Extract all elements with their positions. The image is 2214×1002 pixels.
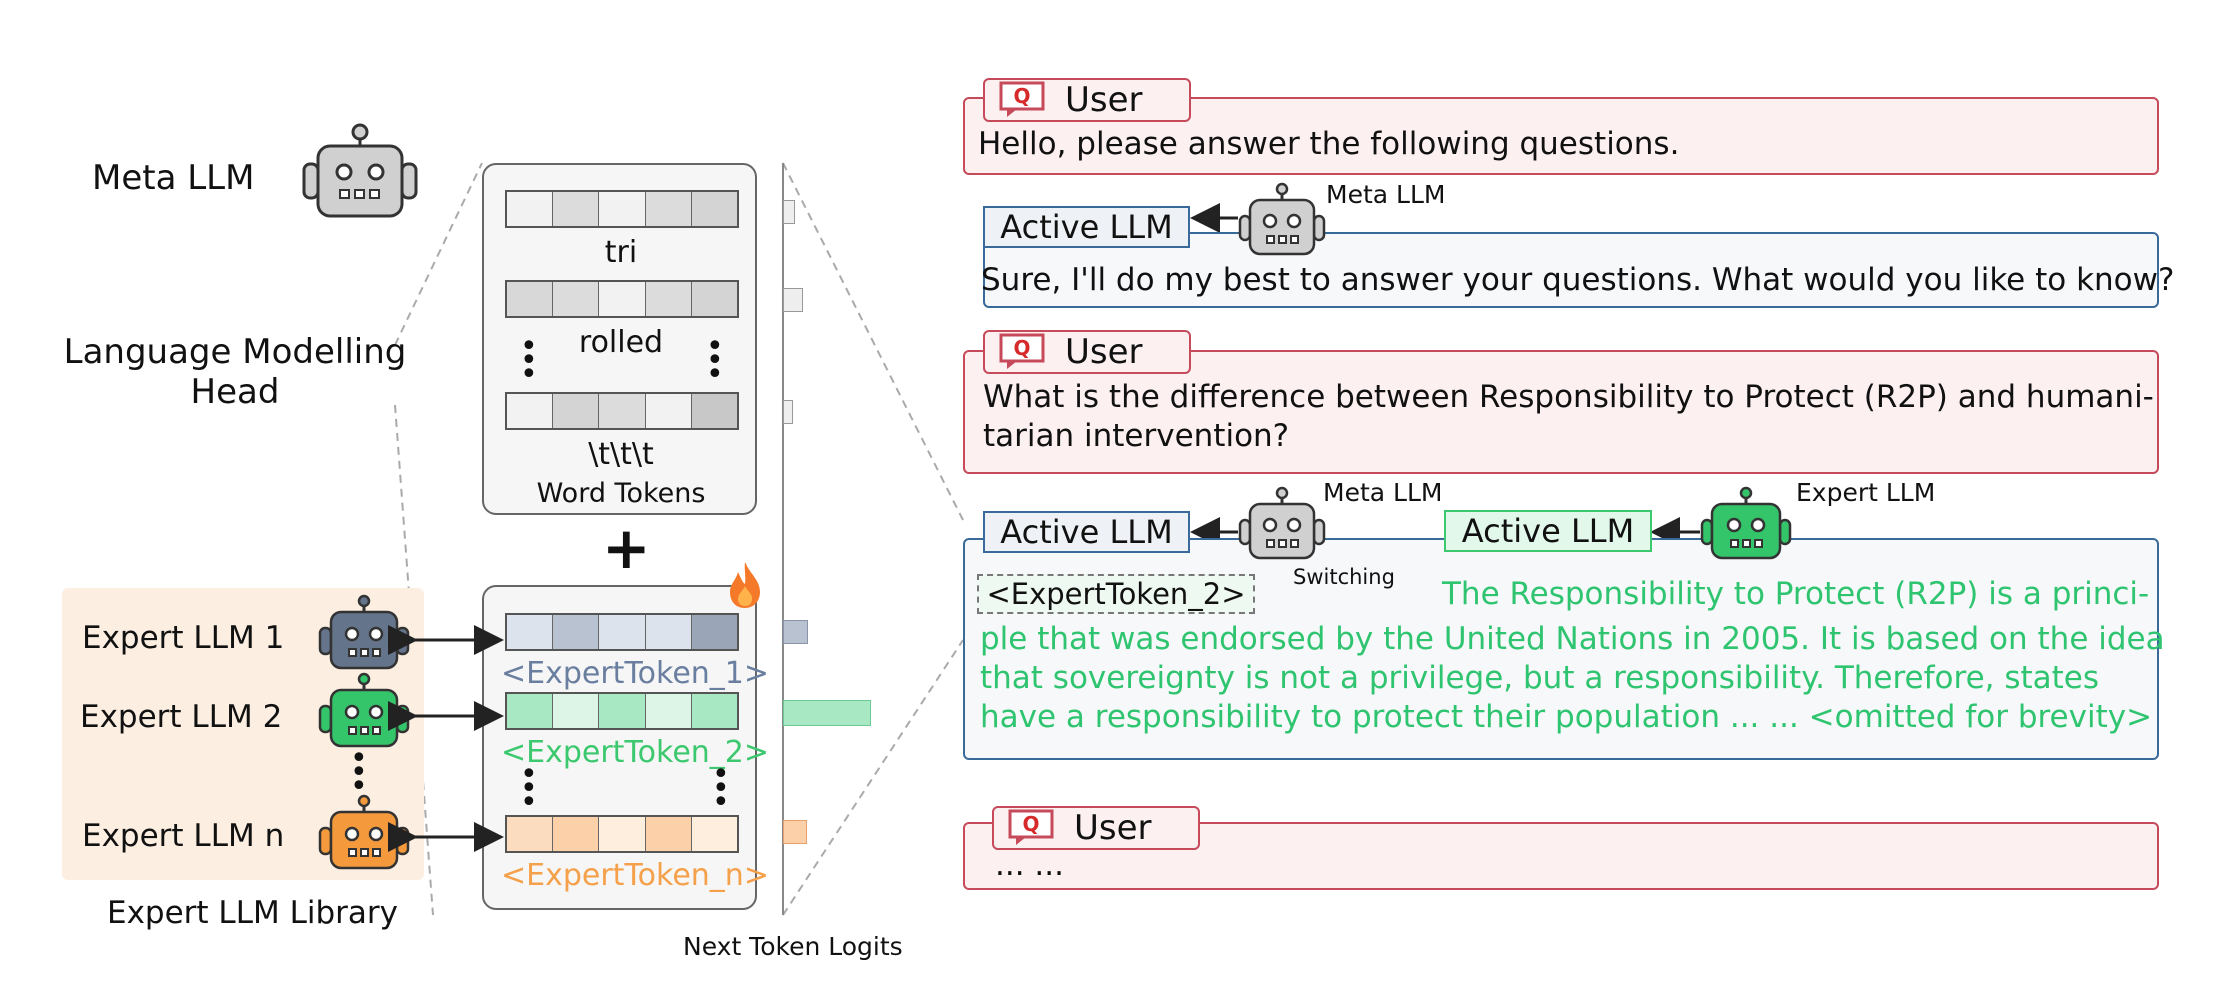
expert-llm-1-label: Expert LLM 1: [82, 620, 285, 656]
active-llm-tab-2: Active LLM: [983, 511, 1190, 553]
expert-token-row-2: [505, 692, 739, 730]
expert-token-label-n: <ExpertToken_n>: [501, 858, 769, 893]
expert-token-chip: <ExpertToken_2>: [977, 574, 1255, 614]
svg-text:Q: Q: [1022, 812, 1039, 836]
meta-robot-icon: [1238, 182, 1326, 256]
word-token-label-1: tri: [604, 235, 638, 270]
logit-bar: [783, 820, 807, 844]
word-token-label-2: rolled: [578, 325, 664, 360]
lm-head-label: Language Modelling Head: [60, 332, 410, 412]
logit-bar: [783, 620, 808, 644]
expert-token-row-n: [505, 815, 739, 853]
question-icon: Q: [999, 81, 1045, 117]
user-message-text-3: ... ...: [995, 847, 1064, 883]
word-tokens-caption: Word Tokens: [536, 478, 706, 509]
word-token-row-1: [505, 190, 739, 228]
meta-llm-caption-1: Meta LLM: [1326, 180, 1446, 209]
word-token-label-3: \t\t\t: [588, 437, 654, 472]
lm-head-label-line2: Head: [190, 372, 280, 412]
expert-2-robot-icon: [1700, 486, 1792, 560]
assistant-message-text-1: Sure, I'll do my best to answer your que…: [981, 262, 2175, 298]
user-tab-3: Q User: [992, 806, 1200, 850]
logit-bar: [783, 700, 871, 726]
next-token-logits-label: Next Token Logits: [683, 932, 903, 961]
plus-sign: +: [602, 514, 651, 582]
word-token-row-3: [505, 392, 739, 430]
meta-robot-icon: [302, 123, 418, 218]
user-tab-label: User: [1065, 332, 1143, 372]
active-llm-tab-1: Active LLM: [983, 206, 1190, 248]
meta-robot-icon: [1238, 486, 1326, 560]
user-message-text-1: Hello, please answer the following quest…: [978, 126, 1680, 162]
user-message-box-1: [963, 97, 2159, 175]
word-token-row-2: [505, 280, 739, 318]
expert-library-label: Expert LLM Library: [107, 895, 398, 931]
assistant-message-2-line3: that sovereignty is not a privilege, but…: [980, 660, 2100, 696]
assistant-message-2-line1: The Responsibility to Protect (R2P) is a…: [1442, 576, 2150, 612]
switching-label: Switching: [1293, 565, 1395, 589]
user-tab-1: Q User: [983, 78, 1191, 122]
user-message-text-2-line2: tarian intervention?: [983, 418, 1290, 454]
expert-token-label-1: <ExpertToken_1>: [501, 656, 770, 691]
user-tab-2: Q User: [983, 330, 1191, 374]
expert-llm-n-label: Expert LLM n: [82, 818, 285, 854]
svg-text:Q: Q: [1013, 336, 1030, 360]
expert-llm-2-label: Expert LLM 2: [80, 699, 283, 735]
expert-token-label-2: <ExpertToken_2>: [501, 735, 770, 770]
user-message-text-2-line1: What is the difference between Responsib…: [983, 379, 2154, 415]
expert-active-llm-tab: Active LLM: [1444, 510, 1652, 552]
svg-text:Q: Q: [1013, 84, 1030, 108]
logit-bar: [783, 200, 795, 224]
expert-token-row-1: [505, 613, 739, 651]
logit-bar: [783, 400, 793, 424]
logit-bar: [783, 288, 803, 312]
question-icon: Q: [999, 333, 1045, 369]
assistant-message-2-line2: ple that was endorsed by the United Nati…: [980, 621, 2165, 657]
user-tab-label: User: [1065, 80, 1143, 120]
fire-icon: [730, 562, 760, 608]
assistant-message-2-line4: have a responsibility to protect their p…: [980, 699, 2153, 735]
question-icon: Q: [1008, 809, 1054, 845]
meta-llm-caption-2: Meta LLM: [1323, 478, 1443, 507]
meta-llm-label: Meta LLM: [92, 158, 255, 198]
lm-head-label-line1: Language Modelling: [63, 332, 407, 372]
expert-llm-caption: Expert LLM: [1796, 478, 1936, 507]
user-tab-label: User: [1074, 808, 1152, 848]
